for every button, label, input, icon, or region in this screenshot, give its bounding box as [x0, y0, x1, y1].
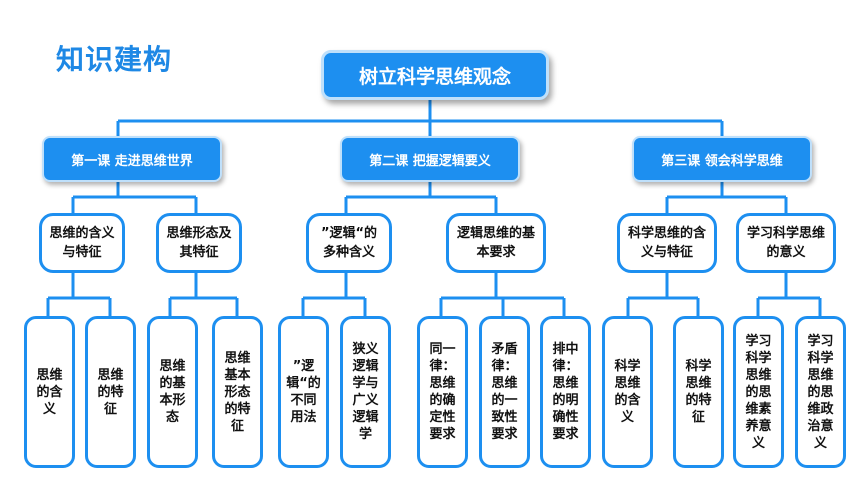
leaf-node: 矛盾律：思维的一致性要求 — [479, 316, 530, 468]
page-title: 知识建构 — [56, 43, 173, 76]
leaf-node: 科学思维的特征 — [673, 316, 724, 468]
topic-node: 逻辑思维的基本要求 — [446, 213, 546, 273]
leaf-node: 思维的基本形态 — [147, 316, 198, 468]
topic-node: 思维形态及其特征 — [156, 213, 242, 273]
leaf-node: 狭义逻辑学与广义逻辑学 — [340, 316, 391, 468]
lesson-3-node: 第三课 领会科学思维 — [632, 136, 812, 182]
leaf-node: 思维的特征 — [85, 316, 136, 468]
leaf-node: 学习科学思维的思维素养意义 — [733, 316, 784, 468]
topic-node: 思维的含义与特征 — [39, 213, 125, 273]
leaf-node: 同一律：思维的确定性要求 — [417, 316, 468, 468]
leaf-node: 思维基本形态的特征 — [212, 316, 263, 468]
leaf-node: 学习科学思维的思维政治意义 — [795, 316, 846, 468]
root-node: 树立科学思维观念 — [321, 50, 549, 100]
leaf-node: 科学思维的含义 — [602, 316, 653, 468]
lesson-2-node: 第二课 把握逻辑要义 — [340, 136, 520, 182]
lesson-1-node: 第一课 走进思维世界 — [42, 136, 222, 182]
topic-node: ”逻辑“的多种含义 — [306, 213, 392, 273]
leaf-node: 思维的含义 — [24, 316, 75, 468]
topic-node: 学习科学思维的意义 — [736, 213, 836, 273]
topic-node: 科学思维的含义与特征 — [617, 213, 717, 273]
leaf-node: ”逻辑“的不同用法 — [278, 316, 329, 468]
leaf-node: 排中律：思维的明确性要求 — [540, 316, 591, 468]
